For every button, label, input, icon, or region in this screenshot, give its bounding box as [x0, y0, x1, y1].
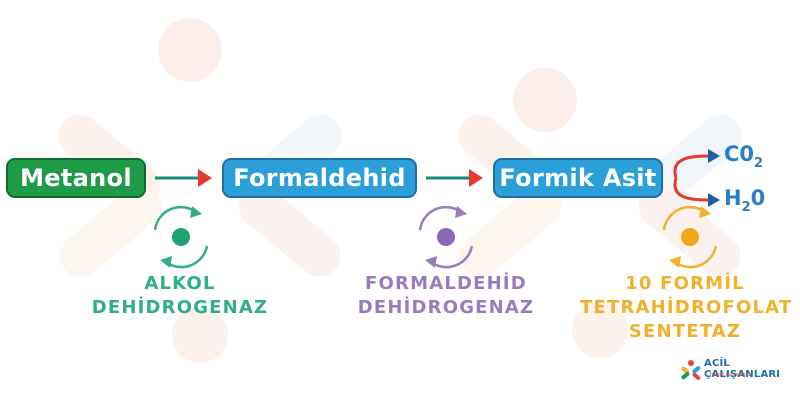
arrow-to-h2o	[673, 177, 720, 207]
co2-base: C0	[724, 142, 755, 166]
formil-line-1: 10 FORMİL	[625, 273, 745, 294]
formil-enzyme-label: 10 FORMİL TETRAHİDROFOLAT SENTETAZ	[580, 272, 793, 344]
h2o-h: H	[724, 186, 742, 210]
formaldehid-label: Formaldehid	[233, 164, 406, 192]
formik-asit-label: Formik Asit	[499, 164, 657, 192]
formaldehid-line-2: DEHİDROGENAZ	[357, 297, 535, 318]
alkol-line-2: DEHİDROGENAZ	[91, 297, 269, 318]
formaldehid-enzyme-label: FORMALDEHİD DEHİDROGENAZ	[340, 272, 552, 320]
arrow-metanol-formaldehid	[155, 169, 212, 187]
formik-asit-box: Formik Asit	[493, 158, 663, 198]
h2o-o: 0	[750, 186, 766, 210]
formil-line-2: TETRAHİDROFOLAT	[580, 297, 793, 318]
co2-label: C02	[724, 142, 763, 171]
acil-calisanlari-logo: ACİL ÇALIŞANLARI hayat kurtarmak	[680, 352, 790, 388]
arrow-to-co2	[673, 149, 720, 179]
arrow-formaldehid-formik	[426, 169, 483, 187]
alkol-cycle-icon	[153, 205, 209, 269]
formil-line-3: SENTETAZ	[628, 321, 742, 342]
h2o-subscript: 2	[741, 200, 751, 215]
logo-tagline: hayat kurtarmak	[710, 372, 752, 378]
formaldehid-box: Formaldehid	[222, 158, 417, 198]
metanol-label: Metanol	[20, 164, 132, 192]
metanol-box: Metanol	[6, 158, 146, 198]
logo-name: ACİL ÇALIŞANLARI	[704, 358, 781, 380]
h2o-label: H20	[724, 186, 766, 215]
formil-cycle-icon	[662, 205, 718, 269]
alkol-enzyme-label: ALKOL DEHİDROGENAZ	[80, 272, 280, 320]
formaldehid-line-1: FORMALDEHİD	[365, 273, 527, 294]
co2-subscript: 2	[754, 156, 764, 171]
formaldehid-cycle-icon	[418, 205, 474, 269]
logo-mark-icon	[681, 360, 701, 380]
alkol-line-1: ALKOL	[144, 273, 216, 294]
